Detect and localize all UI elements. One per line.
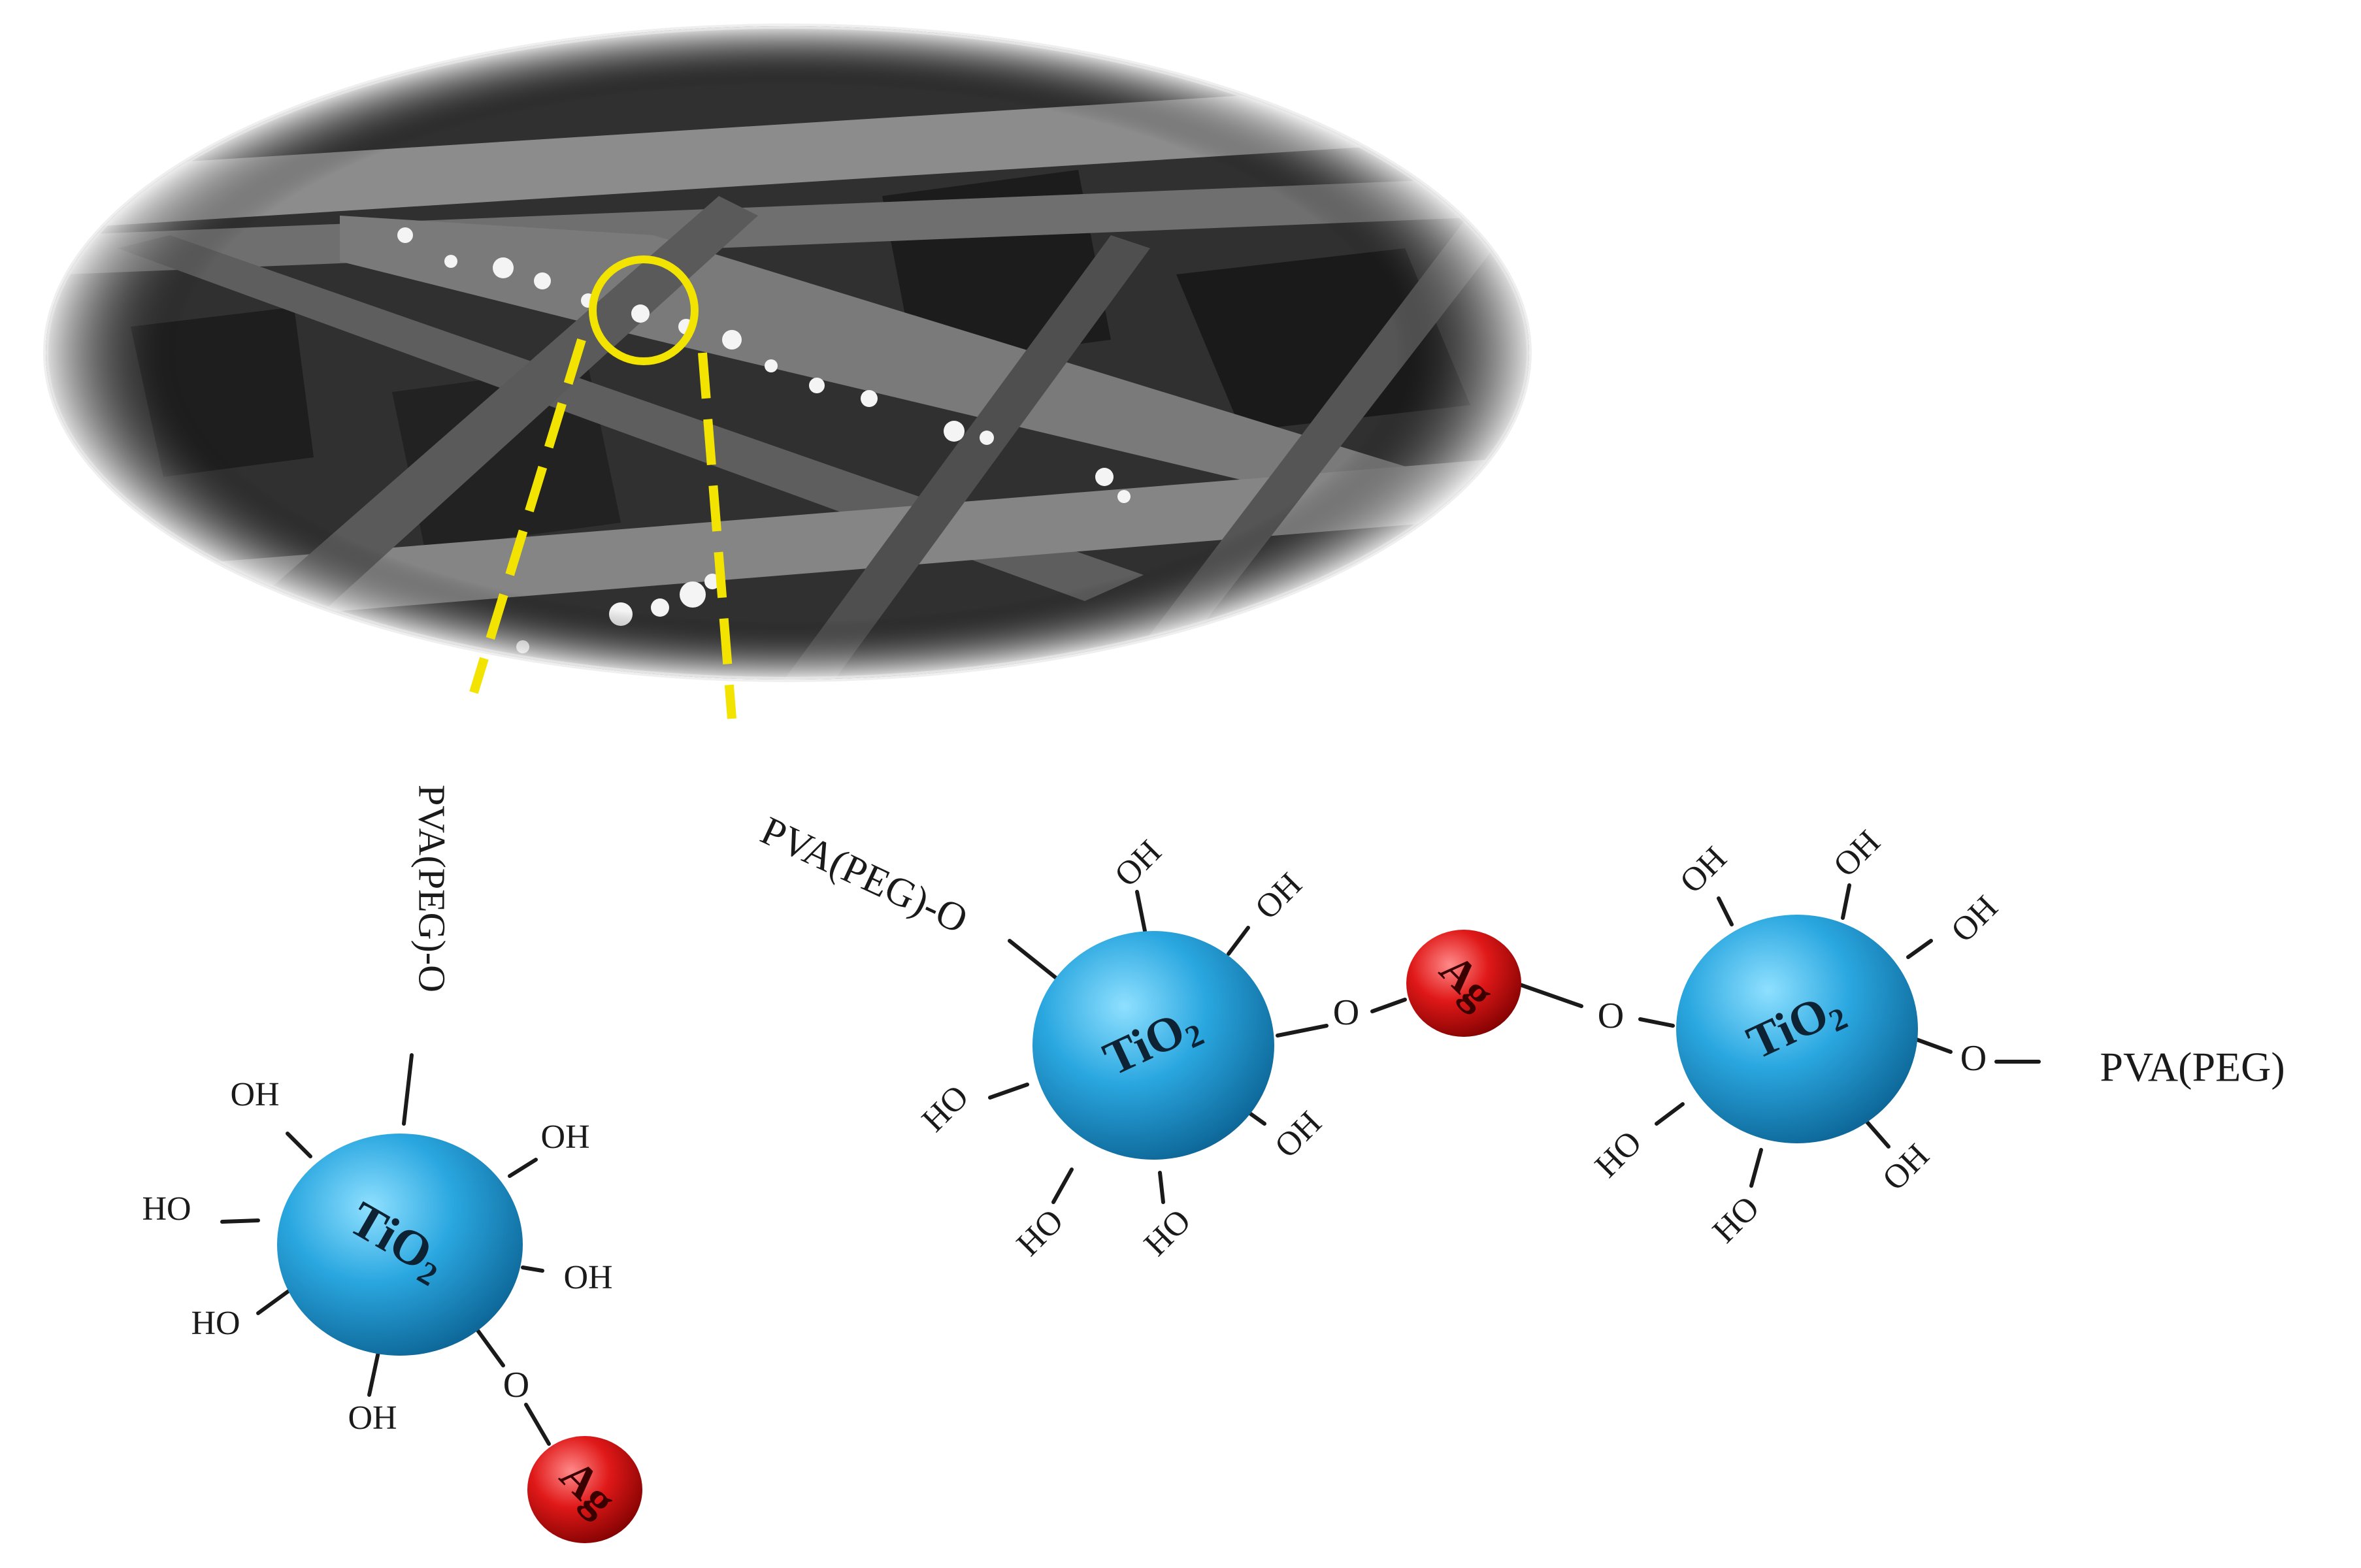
bond	[1051, 1168, 1074, 1204]
zoom-line-left	[469, 338, 586, 694]
molecule-left	[220, 1053, 642, 1543]
bond	[1841, 883, 1851, 920]
ho-label: HO	[915, 1078, 976, 1139]
bond	[1008, 939, 1061, 982]
o-label: O	[503, 1365, 529, 1405]
bond	[475, 1328, 505, 1367]
bond	[256, 1285, 296, 1315]
bond	[1227, 926, 1250, 956]
ho-label: HO	[1137, 1202, 1198, 1263]
bond	[1717, 896, 1734, 926]
zoom-highlight	[469, 255, 736, 719]
sem-micrograph	[43, 24, 1532, 682]
oh-label: OH	[1826, 823, 1887, 884]
molecule-right-chain	[988, 883, 2041, 1204]
oh-label: OH	[1248, 866, 1309, 926]
bond	[1638, 1017, 1675, 1028]
bond	[367, 1347, 381, 1397]
bond	[1906, 939, 1933, 959]
ho-label: HO	[142, 1190, 191, 1228]
pva-peg-o-label-vertical: PVA(PEG)-O	[411, 785, 454, 992]
oh-label: OH	[1673, 840, 1734, 900]
oh-label: OH	[348, 1399, 397, 1437]
bond	[1276, 1024, 1329, 1037]
bond	[1655, 1102, 1685, 1126]
ag-particle	[527, 1436, 642, 1543]
ag-particle	[1406, 930, 1521, 1037]
bond	[508, 1158, 538, 1178]
bond	[220, 1218, 260, 1224]
bond	[524, 1403, 551, 1446]
oh-label: OH	[1268, 1104, 1329, 1165]
highlight-circle	[589, 255, 699, 365]
o-label: O	[1333, 992, 1359, 1033]
bond	[1158, 1171, 1165, 1204]
tio2-particle	[277, 1134, 523, 1356]
pva-peg-o-label: PVA(PEG)-O	[754, 808, 974, 942]
oh-label: OH	[563, 1259, 612, 1296]
oh-label: OH	[1875, 1137, 1936, 1198]
oh-label: OH	[540, 1119, 589, 1156]
oh-label: OH	[1108, 833, 1168, 894]
tio2-particle	[1032, 931, 1274, 1160]
ho-label: HO	[191, 1305, 240, 1342]
oh-label: OH	[1944, 889, 2005, 949]
o-label: O	[1960, 1038, 1987, 1079]
bond	[1864, 1119, 1890, 1149]
zoom-line-right	[698, 352, 736, 719]
o-label: O	[1598, 996, 1624, 1036]
pva-peg-label: PVA(PEG)	[2100, 1044, 2285, 1090]
ho-label: HO	[1588, 1124, 1649, 1184]
bond	[1749, 1148, 1763, 1188]
oh-label: OH	[230, 1076, 279, 1113]
ho-label: HO	[1010, 1202, 1070, 1263]
ho-label: HO	[1706, 1189, 1766, 1250]
bond	[521, 1266, 544, 1273]
bond	[1135, 890, 1147, 933]
bond	[1913, 1037, 1953, 1054]
bond	[988, 1083, 1029, 1100]
bond	[1370, 998, 1407, 1013]
tio2-particle	[1676, 915, 1918, 1143]
bond	[286, 1132, 312, 1158]
bond	[402, 1053, 414, 1126]
bond	[1514, 981, 1583, 1008]
